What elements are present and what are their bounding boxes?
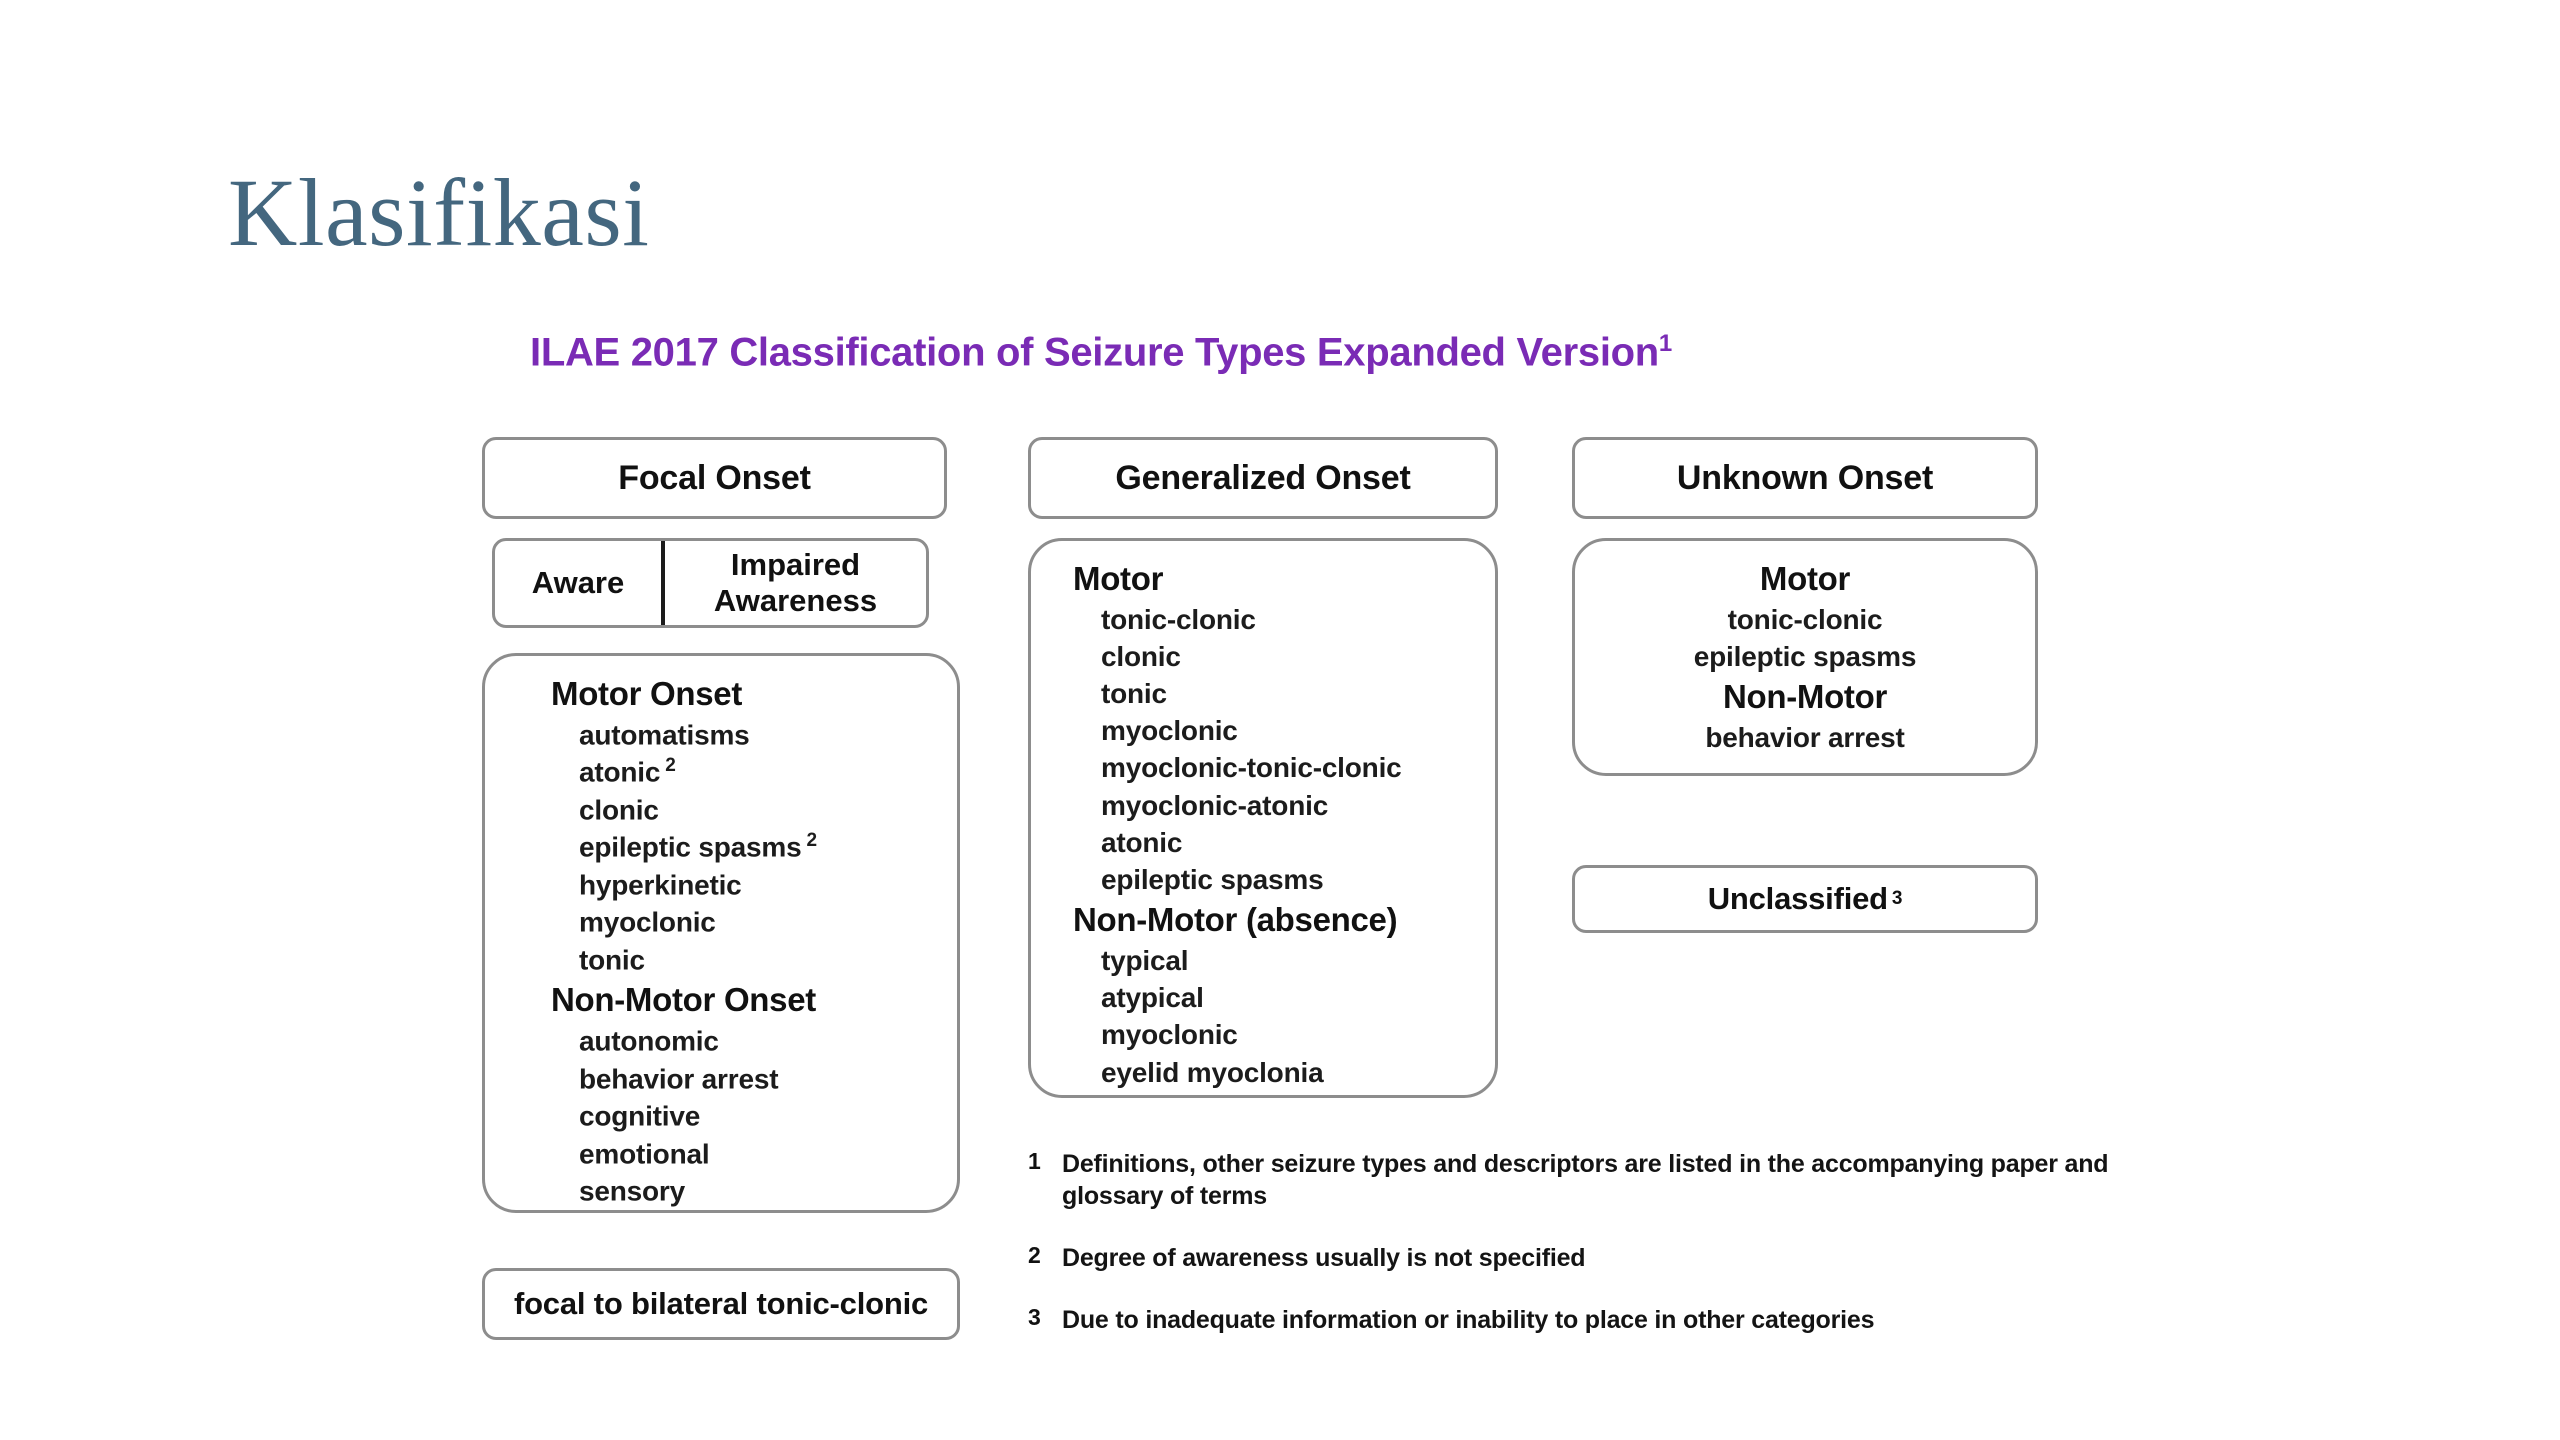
unknown-non-motor-title: Non-Motor [1722,678,1888,716]
generalized-motor-item: myoclonic [1101,715,1238,747]
focal-onset-header-box[interactable]: Focal Onset [482,437,947,519]
focal-motor-item: automatisms [579,718,750,750]
page-title: Klasifikasi [228,159,650,266]
focal-to-bilateral-box[interactable]: focal to bilateral tonic-clonic [482,1268,960,1340]
generalized-motor-item: tonic [1101,678,1167,710]
generalized-motor-item: epileptic spasms [1101,864,1324,896]
focal-awareness-box[interactable]: Aware Impaired Awareness [492,538,929,628]
unknown-motor-item: tonic-clonic [1727,603,1883,635]
generalized-motor-item: clonic [1101,640,1181,672]
footnote-marker: 1 [1028,1148,1041,1174]
focal-non-motor-item: cognitive [579,1100,701,1132]
generalized-non-motor-item: typical [1101,944,1189,976]
unknown-motor-item: epileptic spasms [1693,640,1917,672]
focal-motor-item: myoclonic [579,906,716,938]
figure-heading: ILAE 2017 Classification of Seizure Type… [530,330,2150,375]
footnote-marker: 3 [1028,1304,1041,1330]
generalized-onset-header-box[interactable]: Generalized Onset [1028,437,1498,519]
generalized-motor-title: Motor [1073,560,1164,597]
unknown-onset-detail-box[interactable]: Motor tonic-clonic epileptic spasms Non-… [1572,538,2038,776]
focal-non-motor-item: emotional [579,1138,710,1170]
generalized-motor-item: myoclonic-tonic-clonic [1101,752,1402,784]
footnote: 2 Degree of awareness usually is not spe… [1028,1242,2128,1274]
footnote-text: Definitions, other seizure types and des… [1062,1150,2109,1210]
aware-cell[interactable]: Aware [531,565,625,601]
figure-heading-text: ILAE 2017 Classification of Seizure Type… [530,330,1659,375]
focal-motor-item: clonic [579,794,659,825]
generalized-non-motor-item: atypical [1101,982,1204,1014]
footnote: 1 Definitions, other seizure types and d… [1028,1148,2128,1212]
unclassified-label: Unclassified [1707,881,1888,916]
focal-non-motor-item: autonomic [579,1025,719,1057]
generalized-motor-item: atonic [1101,826,1183,858]
focal-motor-item: tonic [579,944,645,976]
footnote-text: Degree of awareness usually is not speci… [1062,1244,1586,1272]
generalized-non-motor-title: Non-Motor (absence) [1073,901,1398,939]
generalized-non-motor-item: myoclonic [1101,1019,1238,1051]
generalized-onset-detail-box[interactable]: Motor tonic-clonic clonic tonic myocloni… [1028,538,1498,1098]
footnote-text: Due to inadequate information or inabili… [1062,1306,1875,1334]
unknown-motor-title: Motor [1759,560,1851,597]
impaired-awareness-cell[interactable]: Impaired Awareness [661,541,926,625]
generalized-non-motor-item: eyelid myoclonia [1101,1056,1324,1088]
generalized-motor-item: myoclonic-atonic [1101,789,1329,821]
footnotes: 1 Definitions, other seizure types and d… [1028,1148,2128,1366]
focal-non-motor-onset-title: Non-Motor Onset [551,981,816,1019]
focal-non-motor-item: sensory [579,1175,685,1207]
footnote: 3 Due to inadequate information or inabi… [1028,1304,2128,1336]
unknown-non-motor-item: behavior arrest [1705,721,1905,753]
unknown-onset-header-box[interactable]: Unknown Onset [1572,437,2038,519]
focal-motor-onset-title: Motor Onset [551,675,743,712]
figure-heading-superscript: 1 [1658,330,1672,357]
footnote-marker: 2 [1028,1242,1041,1268]
focal-motor-item: hyperkinetic [579,869,742,901]
focal-non-motor-item: behavior arrest [579,1062,779,1094]
generalized-motor-item: tonic-clonic [1101,603,1256,635]
unclassified-superscript: 3 [1891,888,1903,909]
